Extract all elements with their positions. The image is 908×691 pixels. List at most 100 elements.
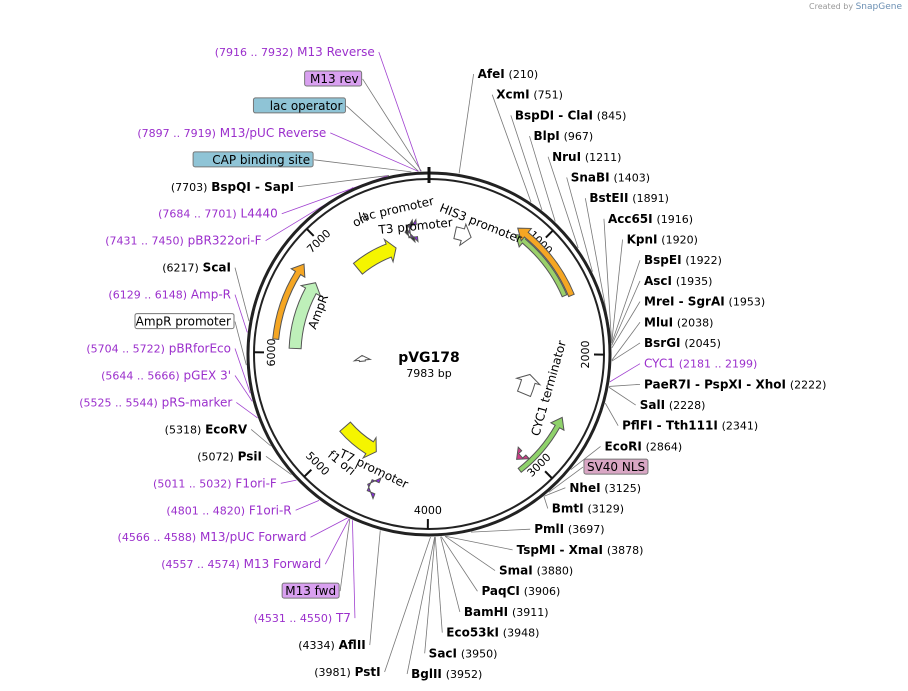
- label-m13-reverse: (7916 .. 7932) M13 Reverse: [215, 45, 375, 59]
- label-pgex-3: (5644 .. 5666) pGEX 3': [101, 368, 231, 382]
- label-pos-t7: (4531 .. 4550): [254, 612, 333, 625]
- feature-f1-ori: [339, 421, 377, 460]
- leader-prs-marker: [236, 402, 258, 419]
- leader-mlui: [611, 322, 641, 361]
- label-pos-tspmi-xmai: (3878): [607, 544, 644, 557]
- label-name-ampr-promoter: AmpR promoter: [136, 315, 231, 329]
- label-afei: AfeI (210): [478, 67, 539, 81]
- leader-kpni: [611, 239, 623, 344]
- inner-label-t3-promoter: T3 promoter: [377, 215, 454, 237]
- label-pos-smai: (3880): [537, 565, 574, 578]
- label-name-scai: ScaI: [203, 261, 231, 275]
- label-pos-pbr322ori-f: (7431 .. 7450): [105, 235, 184, 248]
- leader-bspei: [611, 260, 641, 344]
- label-pos-bspdi-clai: (845): [597, 109, 627, 122]
- label-pos-nhei: (3125): [604, 482, 641, 495]
- leader-paqci: [440, 536, 478, 592]
- label-box-m13-fwd: [281, 582, 340, 599]
- label-m13-forward: (4557 .. 4574) M13 Forward: [161, 557, 321, 571]
- label-name-bspei: BspEI: [644, 253, 682, 267]
- label-pos-mlui: (2038): [677, 316, 714, 329]
- leader-bmti: [543, 496, 549, 509]
- label-pos-bamhi: (3911): [512, 606, 549, 619]
- label-pos-paer7i-pspxi-xhoi: (2222): [790, 378, 827, 391]
- label-pos-bspei: (1922): [685, 254, 722, 267]
- leader-acc65i: [603, 218, 613, 343]
- label-bspei: BspEI (1922): [644, 253, 722, 267]
- label-name-ecorv: EcoRV: [205, 422, 248, 436]
- feature-t3-promoter: [407, 218, 419, 243]
- label-psii: (5072) PsiI: [197, 449, 262, 463]
- label-bspdi-clai: BspDI - ClaI (845): [515, 108, 627, 122]
- feature-cyc1-terminator: [514, 373, 542, 398]
- label-pos-bglii: (3952): [446, 668, 483, 681]
- leader-aflii: [369, 530, 381, 646]
- leader-ecori: [570, 446, 601, 470]
- label-name-bspqi-sapi: BspQI - SapI: [211, 180, 294, 194]
- label-pos-xcmi: (751): [533, 89, 563, 102]
- label-name-tspmi-xmai: TspMI - XmaI: [517, 543, 603, 557]
- label-name-pgex-3: pGEX 3': [184, 368, 231, 382]
- tick-label-6000: 6000: [265, 338, 278, 366]
- label-name-psii: PsiI: [238, 449, 262, 463]
- feature-outer-orange: [272, 263, 306, 340]
- label-pos-aflii: (4334): [298, 639, 335, 652]
- label-m13-puc-forward: (4566 .. 4588) M13/pUC Forward: [118, 530, 307, 544]
- label-tspmi-xmai: TspMI - XmaI (3878): [517, 543, 644, 557]
- label-name-m13-reverse: M13 Reverse: [297, 45, 375, 59]
- label-pos-paqci: (3906): [524, 585, 561, 598]
- label-bamhi: BamHI (3911): [464, 605, 549, 619]
- leader-pgex-3: [234, 375, 253, 402]
- tick-1000: [545, 229, 554, 239]
- label-name-paer7i-pspxi-xhoi: PaeR7I - PspXI - XhoI: [644, 377, 786, 391]
- leader-bglii: [406, 536, 436, 675]
- leader-bspdi-clai: [510, 115, 543, 211]
- label-name-afei: AfeI: [478, 67, 505, 81]
- label-pmli: PmlI (3697): [534, 522, 604, 536]
- leader-snabi: [566, 177, 593, 272]
- leader-nhei: [544, 487, 566, 497]
- leader-pflfi-tth111i: [604, 402, 619, 426]
- tick-7000: [305, 228, 315, 237]
- label-pos-ecorv: (5318): [165, 423, 202, 436]
- label-name-prs-marker: pRS-marker: [162, 395, 233, 409]
- label-sali: SalI (2228): [640, 398, 706, 412]
- label-snabi: SnaBI (1403): [571, 170, 650, 184]
- label-psti: (3981) PstI: [314, 665, 380, 679]
- label-name-blpi: BlpI: [533, 129, 559, 143]
- label-pos-scai: (6217): [162, 262, 199, 275]
- label-name-bglii: BglII: [411, 667, 442, 681]
- tick-3000: [544, 470, 553, 480]
- leader-scai: [234, 267, 250, 322]
- label-pos-psti: (3981): [314, 666, 351, 679]
- label-m13-fwd: M13 fwd: [285, 584, 336, 598]
- label-pos-nrui: (1211): [585, 151, 622, 164]
- label-name-eco53ki: Eco53kI: [446, 626, 499, 640]
- label-name-bsrgi: BsrGI: [644, 336, 681, 350]
- label-pos-pmli: (3697): [568, 523, 605, 536]
- label-name-mlui: MluI: [644, 315, 673, 329]
- label-xcmi: XcmI (751): [496, 88, 563, 102]
- leader-m13-forward: [324, 518, 350, 565]
- label-pos-pgex-3: (5644 .. 5666): [101, 369, 180, 382]
- label-name-bmti: BmtI: [552, 501, 584, 515]
- label-box-ampr-promoter: [134, 313, 235, 330]
- label-name-pflfi-tth111i: PflFI - Tth111I: [622, 419, 718, 433]
- label-pos-m13-reverse: (7916 .. 7932): [215, 46, 294, 59]
- leader-f1ori-r: [295, 499, 320, 511]
- label-pos-snabi: (1403): [613, 171, 650, 184]
- label-pos-psii: (5072): [197, 450, 234, 463]
- label-t7: (4531 .. 4550) T7: [254, 611, 351, 625]
- label-mlui: MluI (2038): [644, 315, 713, 329]
- label-aflii: (4334) AflII: [298, 638, 366, 652]
- label-l4440: (7684 .. 7701) L4440: [158, 207, 278, 221]
- leader-sv40-nls: [548, 466, 584, 493]
- label-blpi: BlpI (967): [533, 129, 593, 143]
- plasmid-size: 7983 bp: [406, 367, 451, 380]
- label-pos-mrei-sgrai: (1953): [729, 296, 766, 309]
- label-ampr-promoter: AmpR promoter: [136, 315, 231, 329]
- snapgene-logo: SnapGene: [855, 2, 902, 12]
- leader-psti: [384, 536, 431, 673]
- label-pos-l4440: (7684 .. 7701): [158, 208, 237, 221]
